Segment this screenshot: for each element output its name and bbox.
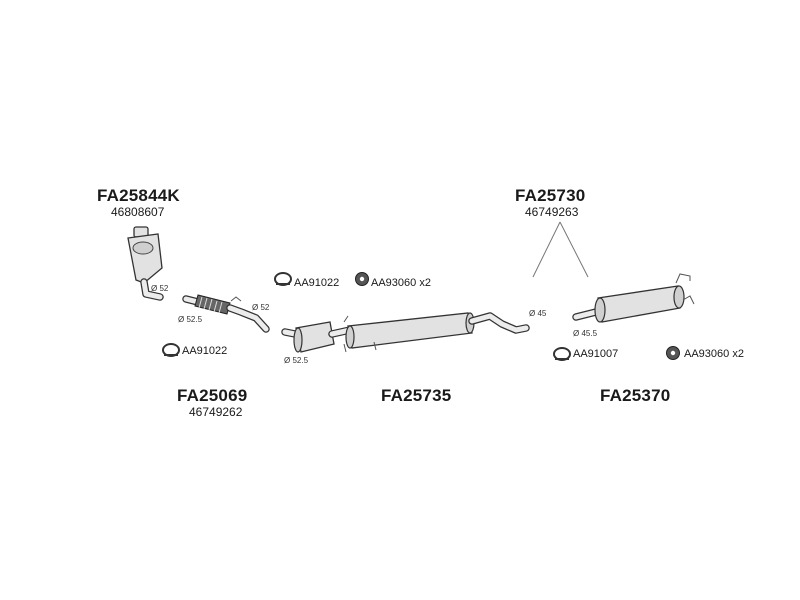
- clamp-icon: [162, 343, 180, 357]
- middle-silencer-drawing: [281, 312, 530, 353]
- clamp-icon: [553, 347, 571, 361]
- rear-assembly-part-code: FA25730: [515, 186, 586, 205]
- front-pipe-drawing: [182, 294, 270, 333]
- catalyst-part-code: FA25844K: [97, 186, 180, 205]
- front-pipe-part-code: FA25069: [177, 386, 248, 405]
- diameter-label: Ø 52.5: [178, 315, 203, 324]
- middle-silencer-part-code: FA25735: [381, 386, 452, 405]
- mount-label: AA93060 x2: [371, 277, 431, 289]
- clamp-label: AA91022: [294, 277, 340, 289]
- assembly-bracket: [532, 221, 589, 278]
- diameter-label: Ø 52: [151, 284, 169, 293]
- rear-assembly-oem-number: 46749263: [525, 205, 579, 219]
- clamp-icon: [274, 272, 292, 286]
- rear-silencer-part-code: FA25370: [600, 386, 671, 405]
- clamp-label: AA91007: [573, 348, 619, 360]
- clamp-label: AA91022: [182, 345, 228, 357]
- rubber-mount-icon: [355, 272, 369, 286]
- catalyst-drawing: [127, 226, 164, 301]
- diameter-label: Ø 45.5: [573, 329, 598, 338]
- catalyst-oem-number: 46808607: [111, 205, 165, 219]
- rubber-mount-icon: [666, 346, 680, 360]
- front-pipe-oem-number: 46749262: [189, 405, 243, 419]
- diameter-label: Ø 45: [529, 309, 547, 318]
- rear-silencer-drawing: [572, 273, 695, 323]
- diameter-label: Ø 52: [252, 303, 270, 312]
- mount-label: AA93060 x2: [684, 348, 744, 360]
- diameter-label: Ø 52.5: [284, 356, 309, 365]
